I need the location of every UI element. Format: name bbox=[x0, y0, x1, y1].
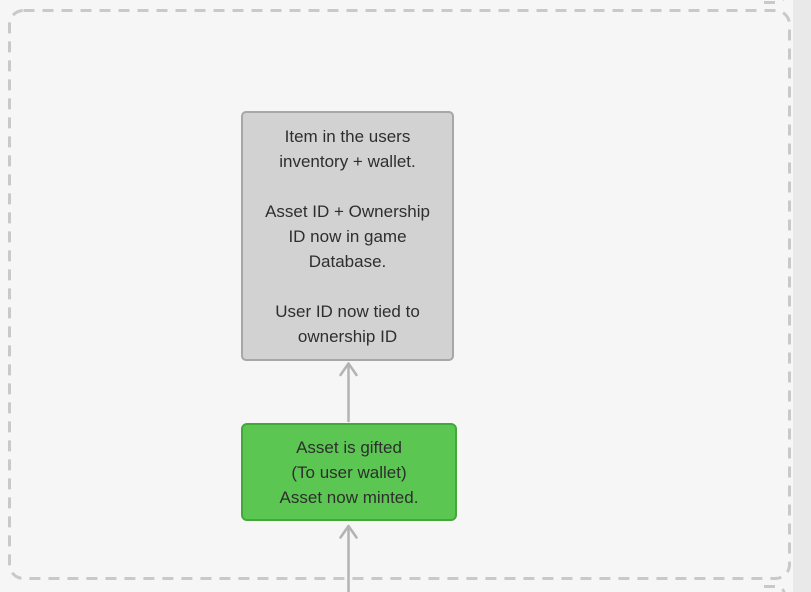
arrow-bottom-to-gift[interactable] bbox=[339, 524, 358, 592]
node-asset-gifted[interactable]: Asset is gifted (To user wallet) Asset n… bbox=[241, 423, 457, 521]
node-inventory-database[interactable]: Item in the users inventory + wallet. As… bbox=[241, 111, 454, 361]
arrow-head-icon bbox=[339, 524, 358, 539]
canvas-edge-strip bbox=[793, 0, 811, 592]
dashed-container-fragment-top-right bbox=[764, 0, 785, 4]
dashed-container-fragment-bottom-right bbox=[764, 585, 786, 592]
arrow-head-icon bbox=[339, 362, 358, 377]
node-inventory-database-text: Item in the users inventory + wallet. As… bbox=[265, 126, 430, 346]
arrow-gift-to-inventory[interactable] bbox=[339, 362, 358, 423]
node-asset-gifted-text: Asset is gifted (To user wallet) Asset n… bbox=[279, 437, 419, 507]
